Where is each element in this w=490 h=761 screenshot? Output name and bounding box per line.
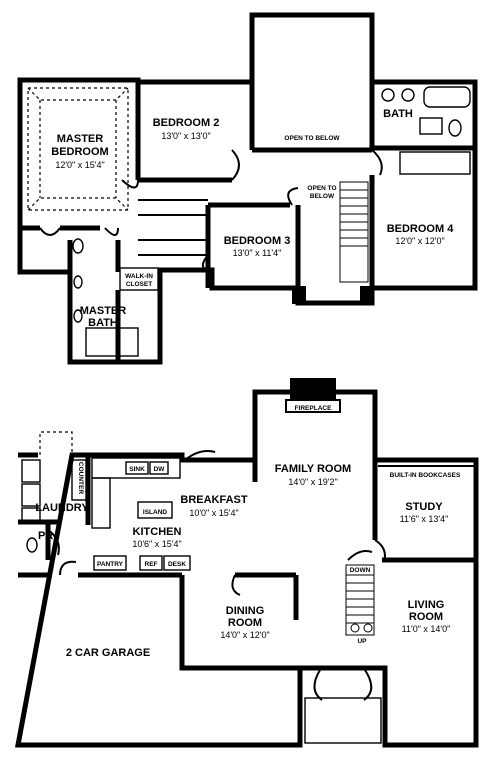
ref-box [139,555,163,571]
bed4-closet [399,151,471,175]
counter-top [91,457,181,479]
bath-sink-2 [401,88,415,102]
bedroom4-label: BEDROOM 4 [387,223,455,235]
bedroom4-dims: 12'0" x 12'0" [395,236,444,246]
pr-toilet [26,537,38,553]
fireplace-hearth [285,399,341,413]
desk-box [163,555,191,571]
bedroom2-label: BEDROOM 2 [153,117,220,129]
door-swings-upper [39,149,383,271]
fireplace-label: FIREPLACE [295,405,333,412]
open-to-below-stair-2: BELOW [310,193,335,200]
pantry-label: PANTRY [97,561,124,568]
sink-master-bath-2 [73,309,83,323]
wall-garage-right [179,575,300,671]
counter-label: COUNTER [77,462,84,494]
bedroom2-dims: 13'0" x 13'0" [161,131,210,141]
ref-label: REF [145,561,158,568]
bath-vanity [419,117,443,135]
walk-in-label-1: WALK-IN [125,273,153,280]
tub-master-bath [85,327,139,357]
bedroom3-label: BEDROOM 3 [224,235,291,247]
breakfast-label: BREAKFAST [180,494,248,506]
island-label: ISLAND [143,509,168,516]
lower-stairs [345,564,375,636]
open-to-below-stair-1: OPEN TO [307,185,336,192]
study-label: STUDY [405,501,443,513]
dw-label: DW [154,466,166,473]
closet-lines [138,199,208,256]
bath-toilet [448,119,462,137]
lower-floor [14,378,479,748]
study-dims: 11'6" x 13'4" [400,514,449,524]
porch-dashed [39,431,73,455]
family-room-label: FAMILY ROOM [275,463,351,475]
tray-ceiling [27,87,129,211]
down-label: DOWN [350,567,371,574]
bath-sink-1 [381,88,395,102]
sink-box [125,461,149,475]
toilet-master-bath [72,238,84,254]
island [137,501,173,519]
bath-tub [423,86,471,108]
living-room-dims: 11'0" x 14'0" [402,624,451,634]
fireplace-box [290,378,336,400]
breakfast-dims: 10'0" x 15'4" [189,508,238,518]
dining-room-dims: 14'0" x 12'0" [220,630,269,640]
door-swings-lower [47,450,386,701]
bookcases-label: BUILT-IN BOOKCASES [390,472,461,479]
living-room-label-2: ROOM [409,611,443,623]
upper-floor [17,12,478,365]
column-right [360,286,374,304]
master-bath-label-2: BATH [88,317,118,329]
desk-label: DESK [168,561,186,568]
dining-room-label-2: ROOM [228,617,262,629]
sink-label: SINK [129,466,145,473]
kitchen-label: KITCHEN [133,526,182,538]
living-room-label-1: LIVING [408,599,445,611]
garage-label: 2 CAR GARAGE [66,647,150,659]
pr-label: PR [38,530,53,542]
master-bath-label-1: MASTER [80,305,127,317]
laundry-counter [71,459,87,501]
bedroom3-dims: 13'0" x 11'4" [233,248,282,258]
walk-in-label-2: CLOSET [126,281,152,288]
counter-side [91,477,111,529]
front-porch [304,697,382,744]
bath-label: BATH [383,108,413,120]
lower-outer-wall [14,389,479,748]
laundry-unit-3 [21,507,41,523]
laundry-label: LAUNDRY [35,502,89,514]
master-bedroom-label-2: BEDROOM [51,146,108,158]
dining-room-label-1: DINING [226,605,265,617]
laundry-unit-1 [21,459,41,483]
dw-box [149,461,169,475]
master-bedroom-label-1: MASTER [57,133,104,145]
walk-in-closet [119,267,159,291]
pantry-box [93,555,127,571]
master-bedroom-dims: 12'0" x 15'4" [55,160,104,170]
up-label: UP [357,638,367,645]
sink-master-bath-1 [73,275,83,289]
kitchen-dims: 10'6" x 15'4" [132,539,181,549]
open-to-below-top: OPEN TO BELOW [284,135,340,142]
laundry-unit-2 [21,483,41,507]
column-left [292,286,306,304]
family-room-dims: 14'0" x 19'2" [288,477,337,487]
upper-stairs [339,181,369,283]
